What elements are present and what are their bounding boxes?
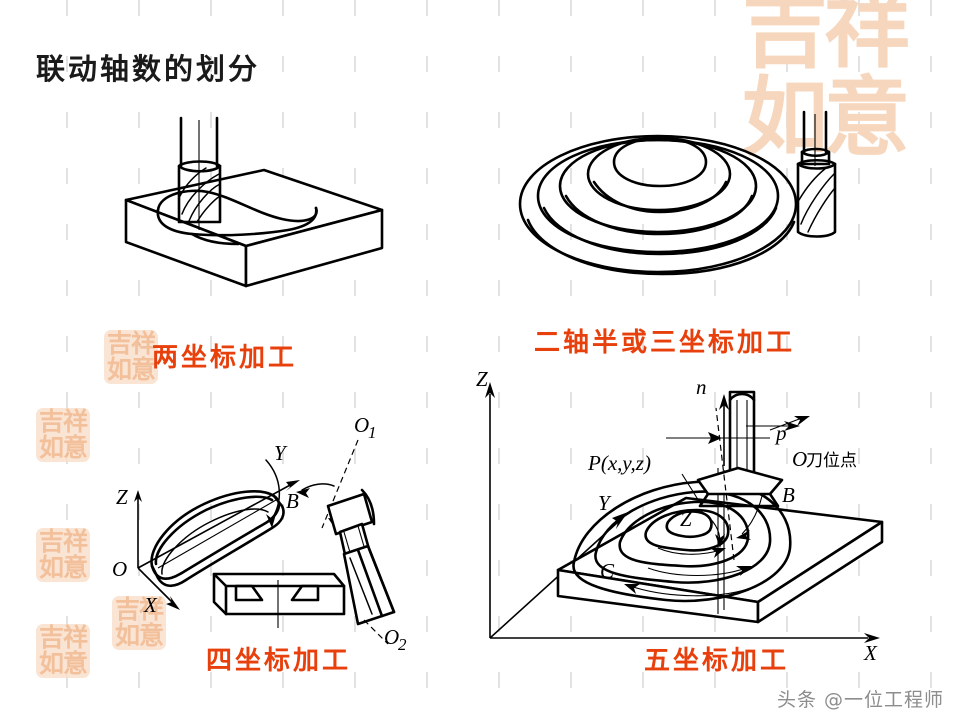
svg-text:X: X [863, 641, 878, 665]
figure-two-half-or-three-axis-machining [498, 108, 838, 318]
svg-text:Y: Y [274, 441, 288, 465]
figure-two-axis-machining [96, 116, 396, 328]
page-title: 联动轴数的划分 [36, 52, 261, 86]
svg-text:P(x,y,z): P(x,y,z) [587, 451, 651, 475]
svg-text:O: O [792, 447, 807, 471]
seal-watermark: 吉祥如意 [104, 330, 158, 384]
svg-text:O: O [112, 557, 127, 581]
svg-text:C: C [600, 559, 615, 583]
svg-text:1: 1 [368, 423, 377, 442]
svg-text:Z: Z [680, 507, 692, 531]
figure-five-axis-machining: Z X Y C [470, 367, 890, 665]
svg-text:Y: Y [598, 491, 612, 515]
svg-text:Z: Z [116, 485, 128, 509]
svg-text:X: X [143, 593, 158, 617]
caption-five-axis: 五坐标加工 [644, 646, 790, 676]
caption-two-half-axis: 二轴半或三坐标加工 [534, 328, 796, 358]
figure-four-axis-machining: Z O X Y B O 1 [96, 398, 416, 654]
caption-four-axis: 四坐标加工 [206, 646, 352, 676]
svg-text:O: O [354, 413, 369, 437]
svg-text:Z: Z [476, 367, 488, 391]
svg-text:p: p [774, 421, 787, 445]
seal-watermark: 吉祥如意 [36, 408, 90, 462]
seal-watermark: 吉祥如意 [36, 528, 90, 582]
svg-text:2: 2 [398, 635, 407, 654]
svg-text:O: O [384, 625, 399, 649]
caption-two-axis: 两坐标加工 [152, 343, 298, 373]
seal-watermark: 吉祥如意 [36, 624, 90, 678]
svg-text:n: n [696, 375, 707, 399]
credit-watermark: 头条 @一位工程师 [776, 689, 944, 711]
svg-text:刀位点: 刀位点 [806, 451, 857, 471]
svg-text:B: B [286, 489, 299, 513]
svg-text:B: B [782, 483, 795, 507]
